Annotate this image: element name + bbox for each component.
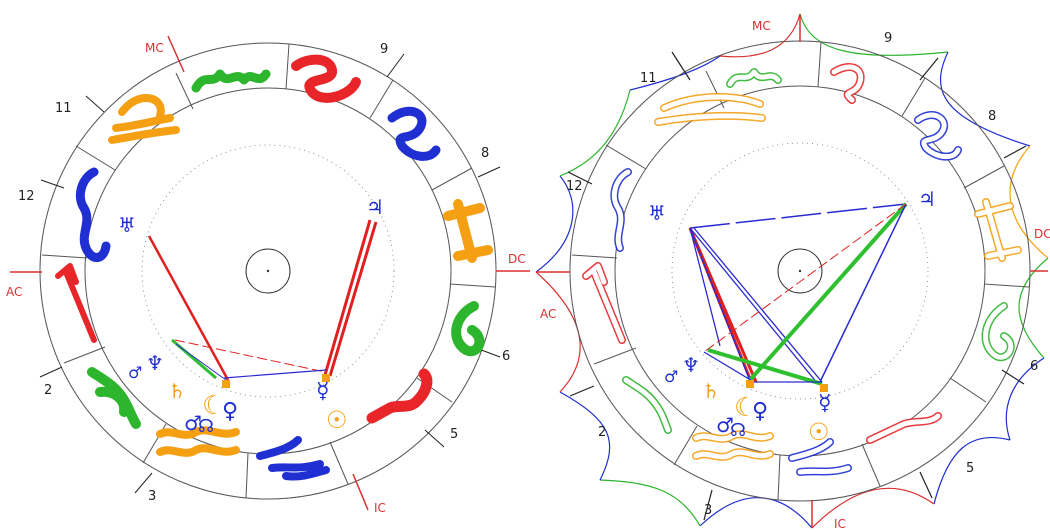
ac-label: AC	[540, 307, 556, 321]
house-cusps	[39, 53, 501, 494]
aspect-lines	[147, 219, 378, 381]
mc-label: MC	[145, 41, 164, 55]
venus-glyph: ♀	[752, 399, 768, 424]
uranus-glyph: ♅	[118, 213, 136, 237]
moon-marker	[746, 380, 754, 388]
libra-sign	[108, 94, 180, 144]
house-3-label: 3	[704, 503, 712, 518]
sun-marker	[322, 374, 330, 382]
sun-marker	[820, 384, 828, 392]
house-6-label: 6	[502, 349, 510, 364]
saturn-glyph: ♄	[702, 379, 720, 403]
house-9-label: 9	[380, 42, 388, 57]
house-wedges	[567, 51, 1027, 521]
aries-sign	[366, 368, 433, 424]
sun-glyph: ☉	[808, 418, 830, 446]
zodiac-signs	[55, 54, 493, 481]
node-glyph: ☊	[730, 420, 746, 441]
aspect-ring	[671, 142, 929, 400]
mars-glyph: ♂	[184, 411, 202, 435]
natal-chart-right: MC IC AC DC 9 8 6 5 3 2 12 11	[535, 13, 1050, 531]
center-circle	[777, 248, 823, 294]
uranus-glyph: ♅	[648, 201, 666, 225]
house-2-label: 2	[44, 383, 52, 398]
saturn-glyph: ♄	[168, 379, 186, 403]
jupiter-glyph: ♃	[366, 195, 384, 219]
mars-glyph-2: ♂	[664, 367, 678, 386]
mercury-glyph: ☿	[818, 391, 832, 416]
venus-glyph: ♀	[222, 399, 238, 424]
house-3-label: 3	[148, 489, 156, 504]
house-8-label: 8	[481, 146, 489, 161]
house-5-label: 5	[966, 461, 974, 476]
virgo-sign	[191, 69, 271, 93]
planets: ♅ ♃ ♆ ♂ ♄ ☾ ♀ ♂ ☊ ☿ ☉	[648, 187, 936, 446]
cancer-sign	[387, 106, 441, 161]
house-9-label: 9	[884, 31, 892, 46]
aspect-lines	[688, 202, 908, 387]
center-circle	[245, 248, 291, 294]
house-12-label: 12	[566, 179, 583, 194]
natal-chart-left: MC IC AC DC 9 8 6 5 3 2 12 11	[6, 35, 530, 515]
scorpio-sign	[75, 167, 111, 262]
pisces-sign	[256, 436, 330, 481]
house-star	[535, 13, 1049, 529]
house-8-label: 8	[988, 109, 996, 124]
sign-dividers	[571, 41, 1030, 501]
mercury-glyph: ☿	[316, 379, 330, 404]
leo-sign	[291, 54, 361, 103]
aquarius-sign	[156, 426, 240, 457]
neptune-glyph: ♆	[682, 353, 700, 377]
sagittarius-sign	[55, 263, 97, 343]
taurus-sign	[451, 301, 485, 357]
house-6-label: 6	[1030, 359, 1038, 374]
house-2-label: 2	[598, 425, 606, 440]
mars-glyph: ♂	[716, 413, 734, 437]
mars-glyph-2: ♂	[128, 363, 142, 382]
capricorn-sign	[622, 376, 672, 434]
aspect-ring	[141, 144, 395, 398]
house-12-label: 12	[18, 189, 35, 204]
neptune-glyph: ♆	[146, 351, 164, 375]
jupiter-glyph: ♃	[918, 187, 936, 211]
zodiac-signs	[582, 63, 1022, 476]
house-11-label: 11	[55, 101, 72, 116]
sun-glyph: ☉	[326, 406, 348, 434]
ac-label: AC	[6, 285, 22, 299]
angle-axes	[536, 14, 1048, 528]
gemini-sign	[443, 199, 493, 263]
planets: ♅ ♃ ♆ ♂ ♄ ☾ ♀ ♂ ☊ ☿ ☉	[118, 195, 384, 437]
dc-label: DC	[508, 252, 526, 266]
capricorn-sign	[87, 367, 141, 429]
ic-label: IC	[834, 517, 846, 531]
moon-glyph: ☾	[202, 391, 225, 421]
node-glyph: ☊	[198, 416, 214, 437]
dc-label: DC	[1034, 227, 1050, 241]
moon-glyph: ☾	[734, 393, 757, 423]
house-5-label: 5	[450, 427, 458, 442]
angle-axes	[10, 35, 530, 511]
ic-label: IC	[374, 501, 386, 515]
moon-marker	[222, 380, 230, 388]
house-11-label: 11	[640, 71, 657, 86]
mc-label: MC	[752, 19, 771, 33]
